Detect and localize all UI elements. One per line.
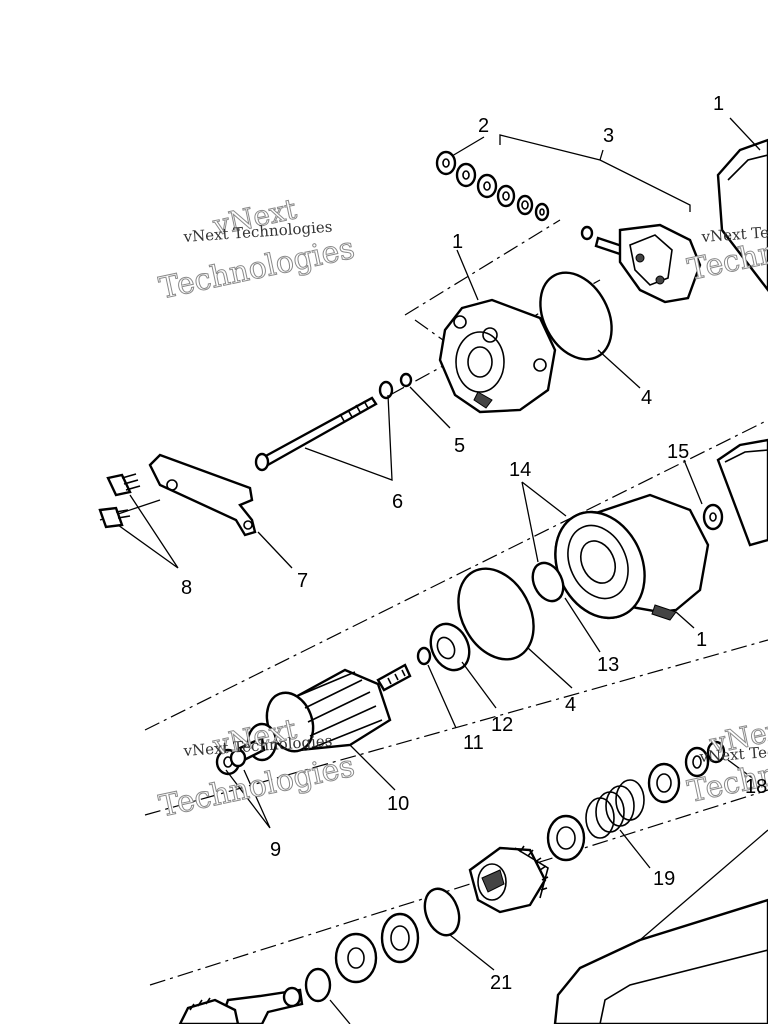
- armature-group: [215, 567, 535, 776]
- spring: [585, 779, 645, 839]
- watermark-text: Technologies: [156, 749, 357, 825]
- watermark-upper: vNext vNext Technologies Technologies: [156, 192, 358, 307]
- bolt-a: [106, 473, 141, 497]
- callout-10: 10: [387, 793, 409, 815]
- yoke: [716, 138, 768, 292]
- through-bolt: [254, 396, 378, 472]
- callout-1-end-cap: 1: [452, 231, 463, 253]
- washer-stack: [435, 150, 550, 222]
- mounting-bracket: [98, 453, 257, 537]
- callout-21: 21: [490, 972, 512, 994]
- callout-4-upper: 4: [641, 387, 652, 409]
- callout-numbers: 1 2 3 1 4 5 6 7 8 14 15 1 13 4 12 11 10 …: [181, 93, 767, 994]
- callout-12: 12: [491, 714, 513, 736]
- callout-3: 3: [603, 125, 614, 147]
- brush-holder: [580, 223, 702, 304]
- callout-5: 5: [454, 435, 465, 457]
- callout-9: 9: [270, 839, 281, 861]
- drive-group: [178, 740, 768, 1024]
- callout-6: 6: [392, 491, 403, 513]
- leader-lines: [117, 117, 761, 1024]
- callout-1-yoke: 1: [713, 93, 724, 115]
- callout-14: 14: [509, 459, 531, 481]
- callout-7: 7: [297, 570, 308, 592]
- callout-19: 19: [653, 868, 675, 890]
- bolt-b: [98, 506, 131, 529]
- callout-8: 8: [181, 577, 192, 599]
- rear-end-cap: [438, 298, 557, 414]
- callout-18: 18: [745, 776, 767, 798]
- callout-1-front-housing: 1: [696, 629, 707, 651]
- o-ring-upper: [539, 271, 613, 361]
- o-ring-middle: [457, 567, 535, 661]
- callout-2: 2: [478, 115, 489, 137]
- callout-11: 11: [463, 732, 484, 754]
- callout-15: 15: [667, 441, 689, 463]
- callout-4-lower: 4: [565, 694, 576, 716]
- rear-housing-group: [254, 134, 702, 472]
- callout-13: 13: [597, 654, 619, 676]
- front-housing-group: [531, 438, 768, 621]
